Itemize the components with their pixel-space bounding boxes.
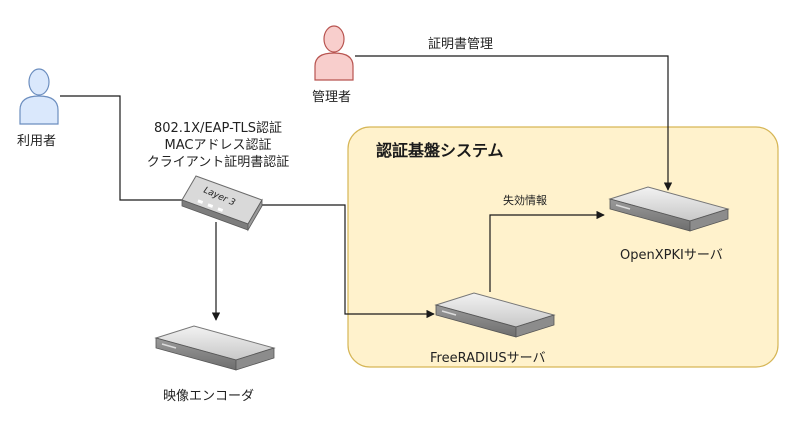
freeradius-server-label: FreeRADIUSサーバ	[430, 351, 546, 366]
edge-freeradius-to-openxpki	[489, 210, 605, 292]
edge-switch-to-freeradius	[250, 204, 435, 319]
cert-management-label: 証明書管理	[428, 37, 494, 52]
video-encoder-icon	[154, 325, 276, 371]
video-encoder-label: 映像エンコーダ	[163, 389, 255, 404]
auth-method-8021x: 802.1X/EAP-TLS認証	[153, 121, 283, 136]
admin-actor-icon	[314, 25, 354, 81]
edge-admin-to-openxpki	[355, 55, 673, 191]
auth-method-mac: MACアドレス認証	[164, 138, 272, 153]
freeradius-server-icon	[434, 292, 556, 338]
edge-user-to-switch	[60, 95, 190, 201]
revocation-info-label: 失効情報	[503, 194, 547, 207]
auth-system-title: 認証基盤システム	[376, 141, 504, 160]
admin-label: 管理者	[312, 90, 352, 105]
openxpki-server-icon	[608, 186, 730, 232]
user-actor-icon	[19, 68, 59, 125]
user-label: 利用者	[17, 134, 57, 149]
auth-method-client-cert: クライアント証明書認証	[146, 155, 290, 170]
layer3-switch-icon	[181, 175, 263, 232]
auth-methods-label: 802.1X/EAP-TLS認証 MACアドレス認証 クライアント証明書認証	[118, 120, 318, 171]
openxpki-server-label: OpenXPKIサーバ	[620, 248, 723, 263]
